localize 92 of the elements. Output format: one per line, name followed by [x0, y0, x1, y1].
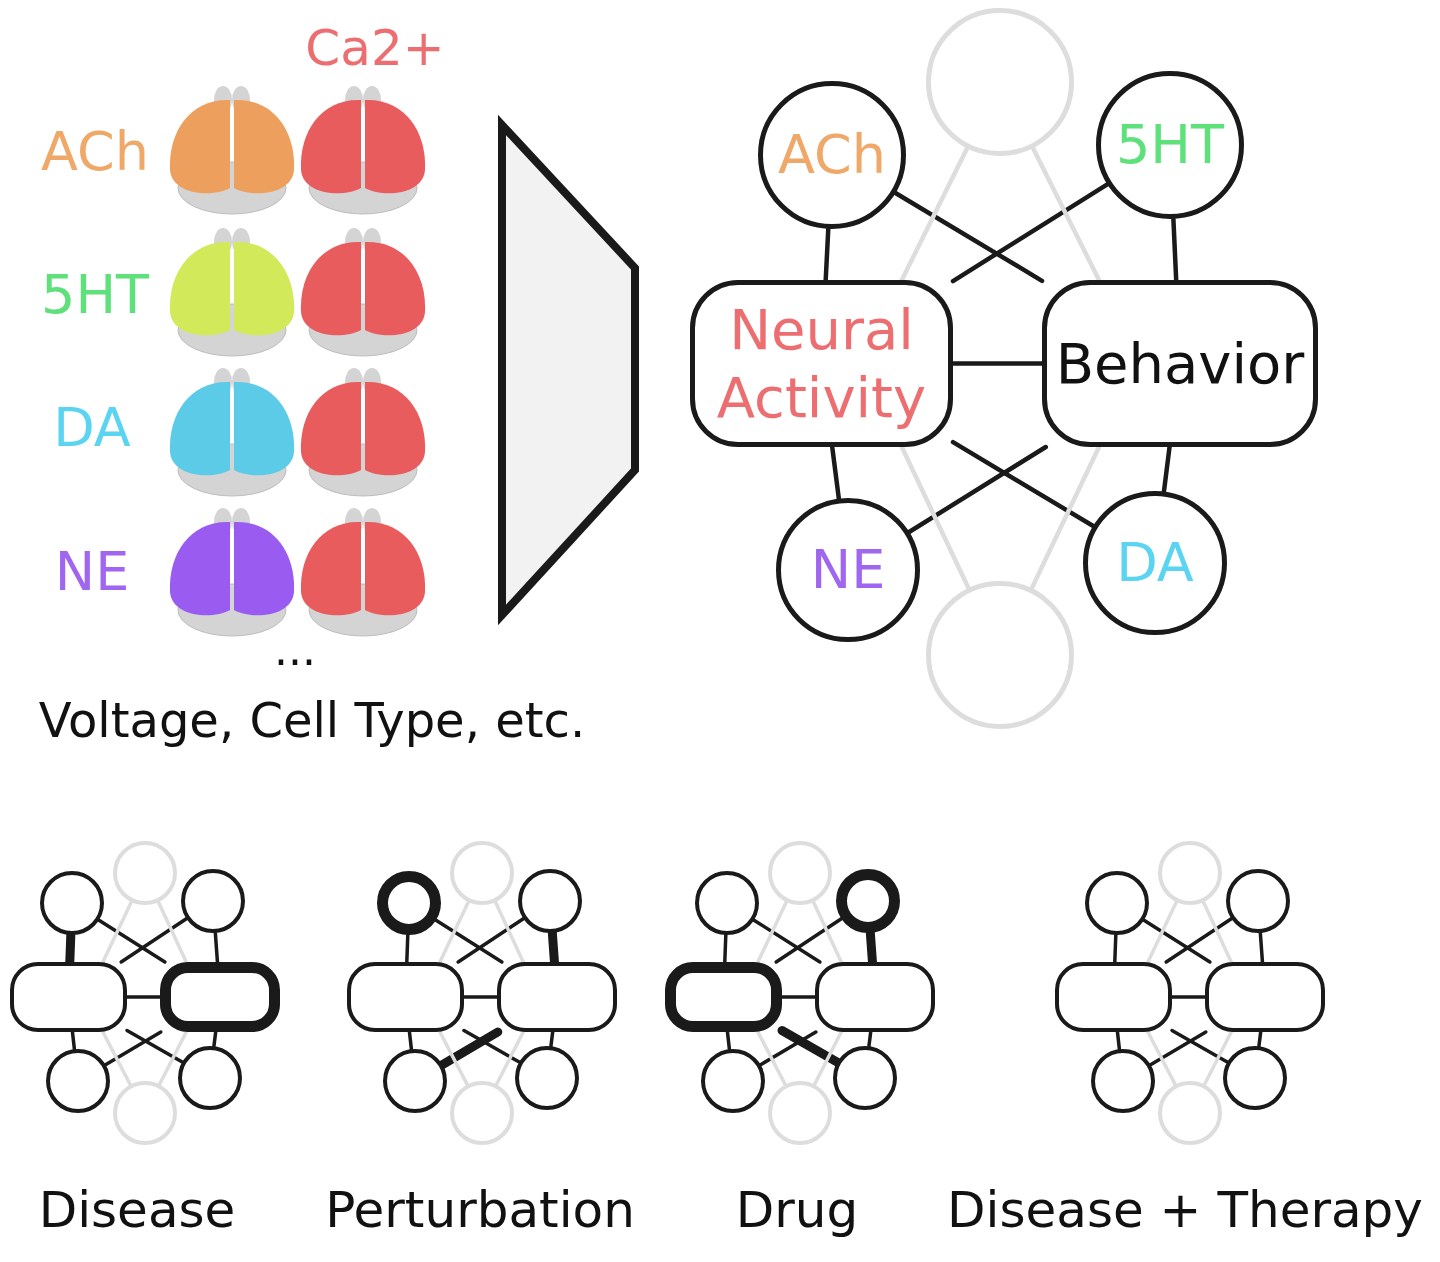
- faded-circle: [1158, 1081, 1222, 1145]
- connector-line: [438, 900, 471, 964]
- connector-line: [103, 1030, 163, 1067]
- connector-line: [407, 1030, 414, 1051]
- connector-line: [494, 1030, 525, 1087]
- circle-node: [383, 1049, 447, 1113]
- connector-line: [1115, 1030, 1122, 1051]
- channel-label: DA: [53, 401, 131, 455]
- connector-line: [434, 918, 504, 964]
- connector-line: [1257, 1030, 1263, 1048]
- connector-line: [1148, 1030, 1208, 1067]
- connector-line: [777, 1026, 842, 1067]
- rounded-box: [160, 962, 280, 1032]
- rounded-box: [690, 280, 953, 447]
- circle-node: [178, 1046, 242, 1110]
- node-label: DA: [1115, 530, 1195, 596]
- connector-line: [1164, 916, 1234, 964]
- connector-line: [893, 190, 1045, 284]
- connector-line: [867, 1030, 873, 1048]
- network-caption: Disease + Therapy: [947, 1185, 1423, 1235]
- connector-line: [811, 900, 843, 964]
- node-label: 5HT: [1115, 112, 1225, 178]
- channel-label: Ca2+: [305, 23, 445, 73]
- connector-line: [97, 918, 167, 964]
- connector-line: [1113, 933, 1118, 964]
- rounded-box: [1055, 962, 1172, 1032]
- connector-line: [101, 1030, 132, 1087]
- connector-line: [156, 900, 188, 964]
- encoder-trapezoid: [498, 114, 639, 626]
- connector-line: [493, 900, 525, 964]
- connector-line: [456, 916, 526, 964]
- connector-line: [756, 1030, 787, 1087]
- channel-label: NE: [54, 545, 130, 599]
- connector-line: [906, 444, 1048, 535]
- connector-line: [812, 1030, 843, 1087]
- rounded-box: [665, 962, 782, 1032]
- connector-line: [1170, 995, 1207, 999]
- channel-label: ACh: [41, 125, 149, 179]
- connector-line: [1258, 931, 1265, 964]
- connector-line: [1146, 900, 1179, 964]
- connector-line: [1142, 918, 1212, 964]
- circle-node: [40, 871, 104, 935]
- rounded-box: [1205, 962, 1325, 1032]
- connector-line: [1202, 1030, 1233, 1087]
- connector-line: [125, 995, 162, 999]
- connector-line: [758, 1030, 818, 1067]
- node-label: Behavior: [1054, 329, 1306, 398]
- connector-line: [119, 916, 189, 964]
- rounded-box: [1042, 280, 1318, 447]
- network-caption: Disease: [38, 1185, 236, 1235]
- circle-node: [46, 1049, 110, 1113]
- connector-line: [774, 916, 844, 964]
- circle-node: [695, 871, 759, 935]
- channel-label: 5HT: [41, 268, 149, 322]
- connector-line: [438, 1027, 503, 1070]
- faded-circle: [113, 1081, 177, 1145]
- connector-line: [950, 439, 1096, 529]
- faded-circle: [450, 1081, 514, 1145]
- connector-line: [157, 1030, 188, 1087]
- connector-line: [1170, 1028, 1229, 1064]
- circle-node: [515, 1046, 579, 1110]
- connector-line: [1201, 900, 1233, 964]
- connector-line: [70, 1030, 77, 1051]
- circle-node: [1223, 1046, 1287, 1110]
- node-label: Neural Activity: [715, 296, 928, 431]
- connector-line: [462, 1028, 521, 1064]
- connector-line: [549, 1030, 555, 1048]
- rounded-box: [347, 962, 464, 1032]
- connector-line: [125, 1028, 184, 1064]
- node-label: ACh: [777, 122, 887, 188]
- rounded-box: [815, 962, 935, 1032]
- connector-line: [438, 1030, 469, 1087]
- circle-node: [1091, 1049, 1155, 1113]
- rounded-box: [10, 962, 127, 1032]
- circle-node: [833, 1046, 897, 1110]
- network-caption: Perturbation: [325, 1185, 635, 1235]
- circle-node: [377, 871, 441, 935]
- connector-line: [101, 900, 134, 964]
- connector-line: [950, 182, 1110, 284]
- connector-line: [723, 933, 728, 964]
- node-label: NE: [809, 537, 887, 603]
- connector-line: [756, 900, 789, 964]
- network-caption: Drug: [735, 1185, 859, 1235]
- connector-line: [462, 995, 499, 999]
- connector-line: [1146, 1030, 1177, 1087]
- connector-line: [752, 918, 822, 964]
- circle-node: [701, 1049, 765, 1113]
- ellipsis-text: ...: [274, 628, 316, 672]
- circle-node: [1085, 871, 1149, 935]
- rounded-box: [497, 962, 617, 1032]
- faded-circle: [768, 1081, 832, 1145]
- connector-line: [213, 931, 220, 964]
